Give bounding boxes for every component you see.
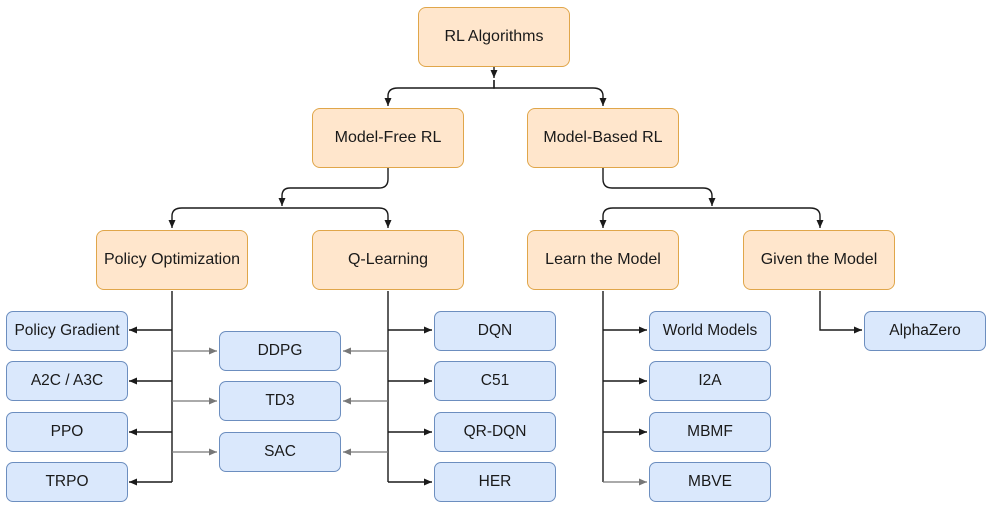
node-q-learning: Q-Learning [312,230,464,290]
edge-root-model-free [384,80,495,106]
edge-model-free-down [278,168,389,206]
edge-model-based-learn-the-model [599,207,712,228]
node-mbmf: MBMF [649,412,771,452]
node-sac: SAC [219,432,341,472]
node-td3: TD3 [219,381,341,421]
node-her: HER [434,462,556,502]
node-mbve: MBVE [649,462,771,502]
node-model-free-rl: Model-Free RL [312,108,464,168]
node-ppo: PPO [6,412,128,452]
node-ddpg: DDPG [219,331,341,371]
node-model-based-rl: Model-Based RL [527,108,679,168]
node-learn-the-model: Learn the Model [527,230,679,290]
node-c51: C51 [434,361,556,401]
edge-model-based-down [602,168,716,206]
node-policy-gradient: Policy Gradient [6,311,128,351]
edge-gtm-alphazero [819,291,862,334]
node-qr-dqn: QR-DQN [434,412,556,452]
node-alphazero: AlphaZero [864,311,986,351]
edge-model-free-policy-optimization [168,207,282,228]
node-i2a: I2A [649,361,771,401]
edge-model-free-q-learning [282,207,392,228]
node-world-models: World Models [649,311,771,351]
node-given-the-model: Given the Model [743,230,895,290]
node-policy-optimization: Policy Optimization [96,230,248,290]
node-a2c-a3c: A2C / A3C [6,361,128,401]
edge-root-model-based [493,80,607,106]
node-rl-algorithms: RL Algorithms [418,7,570,67]
node-dqn: DQN [434,311,556,351]
node-trpo: TRPO [6,462,128,502]
edge-model-based-given-the-model [712,207,824,228]
